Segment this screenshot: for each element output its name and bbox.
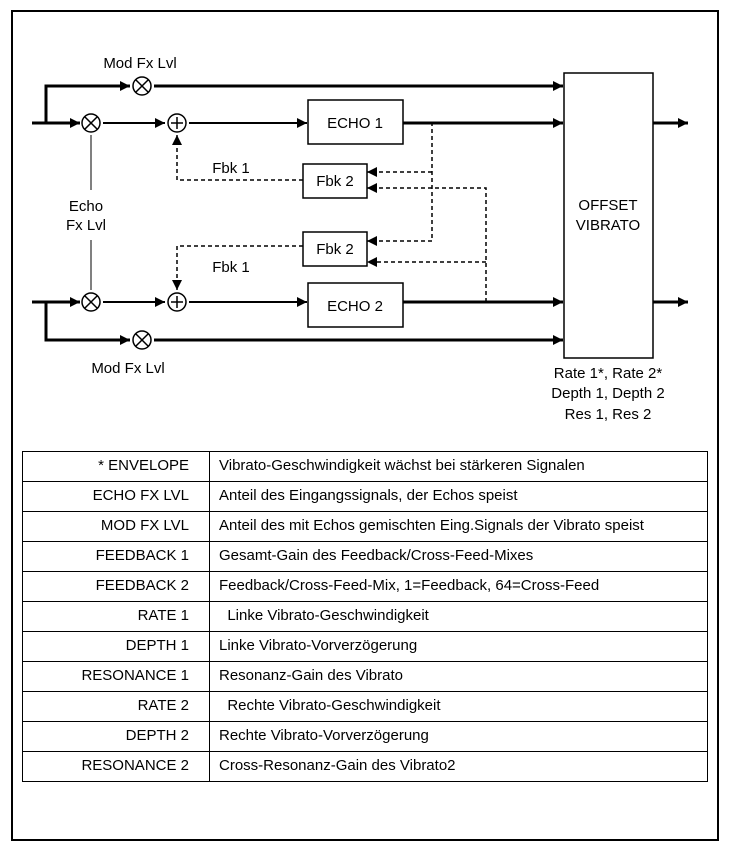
echo-fx-lvl-label-2: Fx Lvl xyxy=(66,217,106,234)
param-description: Feedback/Cross-Feed-Mix, 1=Feedback, 64=… xyxy=(209,571,708,602)
sum-node-bottom-icon xyxy=(167,292,187,312)
param-name: ECHO FX LVL xyxy=(22,481,210,512)
param-name: DEPTH 1 xyxy=(22,631,210,662)
diagram-text: Mod Fx Lvl Echo Fx Lvl Mod Fx Lvl Fbk 1 … xyxy=(66,55,665,423)
param-description: Gesamt-Gain des Feedback/Cross-Feed-Mixe… xyxy=(209,541,708,572)
param-name: FEEDBACK 2 xyxy=(22,571,210,602)
feedback-lines xyxy=(172,122,487,302)
mod-fx-lvl-bottom-label: Mod Fx Lvl xyxy=(91,360,164,377)
param-description: Rechte Vibrato-Geschwindigkeit xyxy=(209,691,708,722)
fbk2-top-block xyxy=(302,163,368,199)
figure-frame xyxy=(11,10,719,841)
param-description: Rechte Vibrato-Vorverzögerung xyxy=(209,721,708,752)
echo2-block xyxy=(307,282,404,328)
param-description: Anteil des Eingangssignals, der Echos sp… xyxy=(209,481,708,512)
vibrato-params-line-3: Res 1, Res 2 xyxy=(565,406,652,423)
param-name: DEPTH 2 xyxy=(22,721,210,752)
fbk1-bottom-label: Fbk 1 xyxy=(212,259,250,276)
sum-node-top-icon xyxy=(167,113,187,133)
fbk2-top-return xyxy=(172,135,303,181)
param-row: RATE 1 Linke Vibrato-Geschwindigkeit xyxy=(22,601,708,632)
fbk2-bottom-label: Fbk 2 xyxy=(316,241,354,258)
fbk2-bottom-return xyxy=(172,245,303,290)
param-description: Cross-Resonanz-Gain des Vibrato2 xyxy=(209,751,708,782)
vibrato-params-line-1: Rate 1*, Rate 2* xyxy=(554,365,663,382)
param-name: RATE 2 xyxy=(22,691,210,722)
mod-multiplier-top-icon xyxy=(132,76,152,96)
signal-lines xyxy=(32,81,688,345)
param-name: RESONANCE 2 xyxy=(22,751,210,782)
param-name: RESONANCE 1 xyxy=(22,661,210,692)
offset-vibrato-block xyxy=(563,72,654,359)
echo-multiplier-bottom-icon xyxy=(81,292,101,312)
echo-multiplier-top-icon xyxy=(81,113,101,133)
echo2-label: ECHO 2 xyxy=(327,298,383,315)
mod-bottom-branch xyxy=(44,302,130,345)
mod-multiplier-bottom-icon xyxy=(132,330,152,350)
echo1-tap xyxy=(367,122,433,246)
param-description: Vibrato-Geschwindigkeit wächst bei stärk… xyxy=(209,451,708,482)
mod-top-branch xyxy=(44,81,130,123)
echo2-tap xyxy=(367,183,487,302)
param-name: * ENVELOPE xyxy=(22,451,210,482)
param-description: Linke Vibrato-Geschwindigkeit xyxy=(209,601,708,632)
param-description: Resonanz-Gain des Vibrato xyxy=(209,661,708,692)
param-row: RATE 2 Rechte Vibrato-Geschwindigkeit xyxy=(22,691,708,722)
echo1-block xyxy=(307,99,404,145)
param-description: Anteil des mit Echos gemischten Eing.Sig… xyxy=(209,511,708,542)
vibrato-label-1: OFFSET xyxy=(578,197,637,214)
param-name: FEEDBACK 1 xyxy=(22,541,210,572)
echo-fx-lvl-label-1: Echo xyxy=(69,198,103,215)
mod-fx-lvl-top-label: Mod Fx Lvl xyxy=(103,55,176,72)
vibrato-label-2: VIBRATO xyxy=(576,217,640,234)
multipliers xyxy=(81,76,187,350)
fbk2-top-label: Fbk 2 xyxy=(316,173,354,190)
echo1-label: ECHO 1 xyxy=(327,115,383,132)
param-description: Linke Vibrato-Vorverzögerung xyxy=(209,631,708,662)
param-name: MOD FX LVL xyxy=(22,511,210,542)
blocks xyxy=(302,72,654,359)
signal-flow-diagram: Mod Fx Lvl Echo Fx Lvl Mod Fx Lvl Fbk 1 … xyxy=(32,55,688,423)
param-name: RATE 1 xyxy=(22,601,210,632)
vibrato-params-line-2: Depth 1, Depth 2 xyxy=(551,385,664,402)
fbk1-top-label: Fbk 1 xyxy=(212,160,250,177)
fbk2-bottom-block xyxy=(302,231,368,267)
